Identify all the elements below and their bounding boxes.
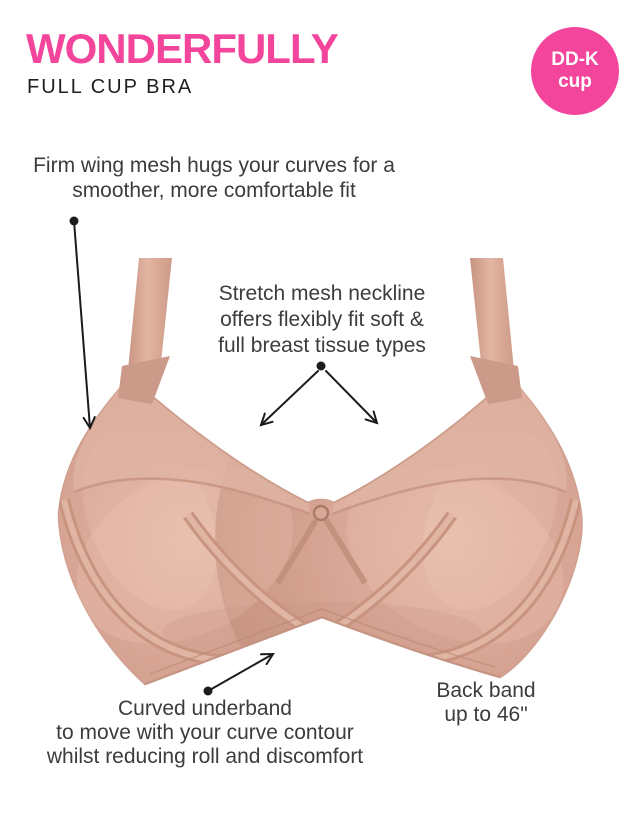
bra-strap-join-right (470, 356, 522, 404)
bra-mesh-panel-right (331, 376, 567, 516)
bra-mesh-panel-left (73, 376, 311, 516)
bra-centre-gore (275, 518, 368, 585)
product-subtitle: FULL CUP BRA (27, 76, 194, 98)
annotation-wing-mesh: Firm wing mesh hugs your curves for a sm… (33, 154, 395, 202)
cup-size-unit: cup (558, 71, 592, 92)
cup-size-badge: DD-K cup (531, 27, 619, 115)
annotation-back-band: Back band up to 46" (436, 679, 536, 726)
annotation-stretch-neckline: Stretch mesh neckline offers flexibly fi… (218, 282, 426, 357)
annotation-curved-underband: Curved underband to move with your curve… (46, 697, 364, 768)
bra-strap-join-left (118, 356, 170, 404)
bra-strap-left (127, 258, 172, 380)
arrow-curved-underband (203, 652, 275, 696)
bra-centre-ring (312, 504, 330, 522)
cup-size-range: DD-K (551, 49, 599, 70)
arrow-wing-mesh (69, 216, 96, 431)
annotation-arrows (69, 216, 379, 696)
product-title: WONDERFULLY (26, 25, 339, 72)
bra-strap-right (470, 258, 515, 380)
arrow-stretch-neckline (259, 361, 379, 427)
